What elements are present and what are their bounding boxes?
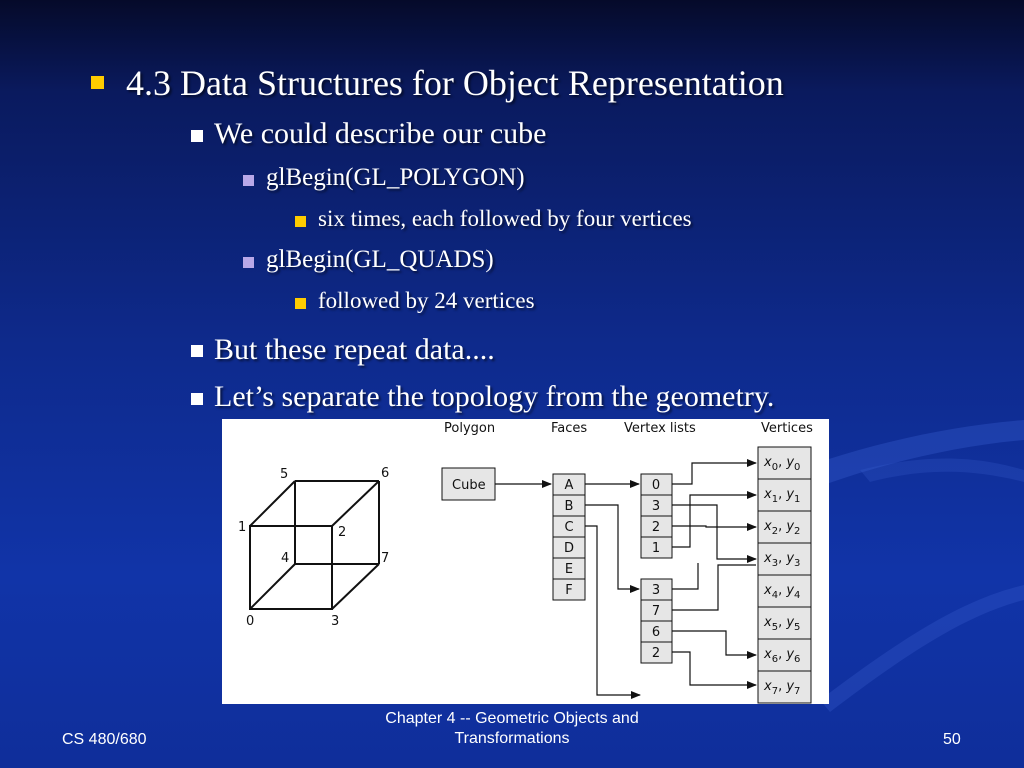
vertex-coord: x7, y7 bbox=[763, 679, 800, 697]
bullet-marker bbox=[243, 257, 254, 268]
face-cell: B bbox=[565, 499, 574, 514]
vertex-index-cell: 1 bbox=[652, 541, 660, 556]
cube-vertex-label: 1 bbox=[238, 520, 246, 535]
header-faces: Faces bbox=[551, 421, 587, 436]
vertex-coord: x3, y3 bbox=[763, 551, 800, 569]
bullet-separate-topology: Let’s separate the topology from the geo… bbox=[214, 380, 775, 413]
face-cell: F bbox=[565, 583, 572, 598]
vertex-coord: x0, y0 bbox=[763, 455, 800, 473]
vertex-list-a: 0 3 2 1 bbox=[640, 473, 673, 559]
heading-bullet: 4.3 Data Structures for Object Represent… bbox=[126, 63, 784, 103]
bullet-repeat-data: But these repeat data.... bbox=[214, 333, 495, 366]
pointer-arrows bbox=[495, 459, 757, 699]
vertex-coord: x4, y4 bbox=[763, 583, 800, 601]
cube-vertex-label: 7 bbox=[381, 551, 389, 566]
vertex-index-cell: 6 bbox=[652, 625, 660, 640]
bullet-marker bbox=[191, 393, 203, 405]
bullet-marker bbox=[295, 216, 306, 227]
footer-chapter-title: Chapter 4 -- Geometric Objects and Trans… bbox=[352, 709, 672, 749]
cube-vertex-label: 5 bbox=[280, 467, 288, 482]
footer-chapter-line1: Chapter 4 -- Geometric Objects and bbox=[385, 710, 639, 727]
cube-vertex-label: 4 bbox=[281, 551, 289, 566]
header-vertex-lists: Vertex lists bbox=[624, 421, 696, 436]
polygon-cube-label: Cube bbox=[452, 478, 486, 493]
bullet-marker bbox=[191, 345, 203, 357]
bullet-marker bbox=[243, 175, 254, 186]
bullet-describe-cube: We could describe our cube bbox=[214, 117, 547, 150]
face-cell: D bbox=[564, 541, 574, 556]
vertex-index-cell: 3 bbox=[652, 583, 660, 598]
vertex-coord: x5, y5 bbox=[763, 615, 800, 633]
vertex-index-cell: 2 bbox=[652, 646, 660, 661]
vertex-coord: x1, y1 bbox=[763, 487, 800, 505]
vertex-index-cell: 3 bbox=[652, 499, 660, 514]
page-number: 50 bbox=[943, 731, 961, 748]
vertex-coord: x2, y2 bbox=[763, 519, 800, 537]
footer-course: CS 480/680 bbox=[62, 731, 147, 748]
cube-vertex-label: 0 bbox=[246, 614, 254, 629]
face-cell: A bbox=[565, 478, 574, 493]
data-structure-figure: Polygon Faces Vertex lists Vertices 5 6 … bbox=[222, 419, 829, 704]
bullet-six-times: six times, each followed by four vertice… bbox=[318, 206, 692, 231]
vertex-index-cell: 0 bbox=[652, 478, 660, 493]
faces-table: A B C D E F bbox=[552, 473, 586, 601]
bullet-marker bbox=[91, 76, 104, 89]
face-cell: C bbox=[564, 520, 573, 535]
cube-wireframe bbox=[249, 480, 380, 610]
cube-vertex-label: 3 bbox=[331, 614, 339, 629]
footer-chapter-line2: Transformations bbox=[454, 730, 570, 747]
bullet-24-vertices: followed by 24 vertices bbox=[318, 288, 535, 313]
face-cell: E bbox=[565, 562, 573, 577]
bullet-gl-quads: glBegin(GL_QUADS) bbox=[266, 246, 494, 273]
polygon-cube-box bbox=[441, 467, 496, 501]
cube-vertex-label: 6 bbox=[381, 466, 389, 481]
header-polygon: Polygon bbox=[444, 421, 495, 436]
vertex-list-b: 3 7 6 2 bbox=[640, 578, 673, 664]
vertex-coord: x6, y6 bbox=[763, 647, 800, 665]
bullet-gl-polygon: glBegin(GL_POLYGON) bbox=[266, 164, 525, 191]
vertex-index-cell: 7 bbox=[652, 604, 660, 619]
bullet-marker bbox=[295, 298, 306, 309]
vertices-table: x0, y0 x1, y1 x2, y2 x3, y3 x4, y4 x5, y… bbox=[757, 446, 812, 704]
vertex-index-cell: 2 bbox=[652, 520, 660, 535]
bullet-marker bbox=[191, 130, 203, 142]
cube-vertex-label: 2 bbox=[338, 525, 346, 540]
figure-svg: Polygon Faces Vertex lists Vertices 5 6 … bbox=[238, 421, 813, 704]
header-vertices: Vertices bbox=[761, 421, 813, 436]
